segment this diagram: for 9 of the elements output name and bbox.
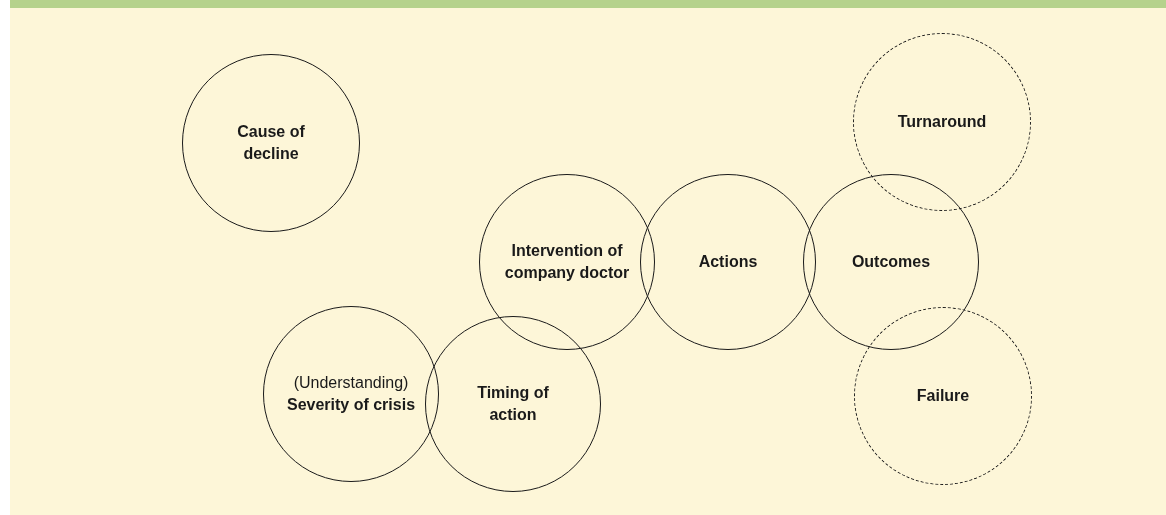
circle-label: Severity of crisis — [285, 395, 417, 415]
circle-label: Outcomes — [850, 252, 932, 272]
circle-label: Cause of decline — [236, 122, 306, 164]
circle-label: Actions — [697, 252, 759, 272]
circle-label: Timing of action — [476, 383, 550, 425]
circle-label: Failure — [915, 386, 971, 406]
circle-note: (Understanding) — [292, 373, 410, 393]
circle-label: Intervention of company doctor — [503, 241, 631, 283]
circle-label: Turnaround — [896, 112, 988, 132]
